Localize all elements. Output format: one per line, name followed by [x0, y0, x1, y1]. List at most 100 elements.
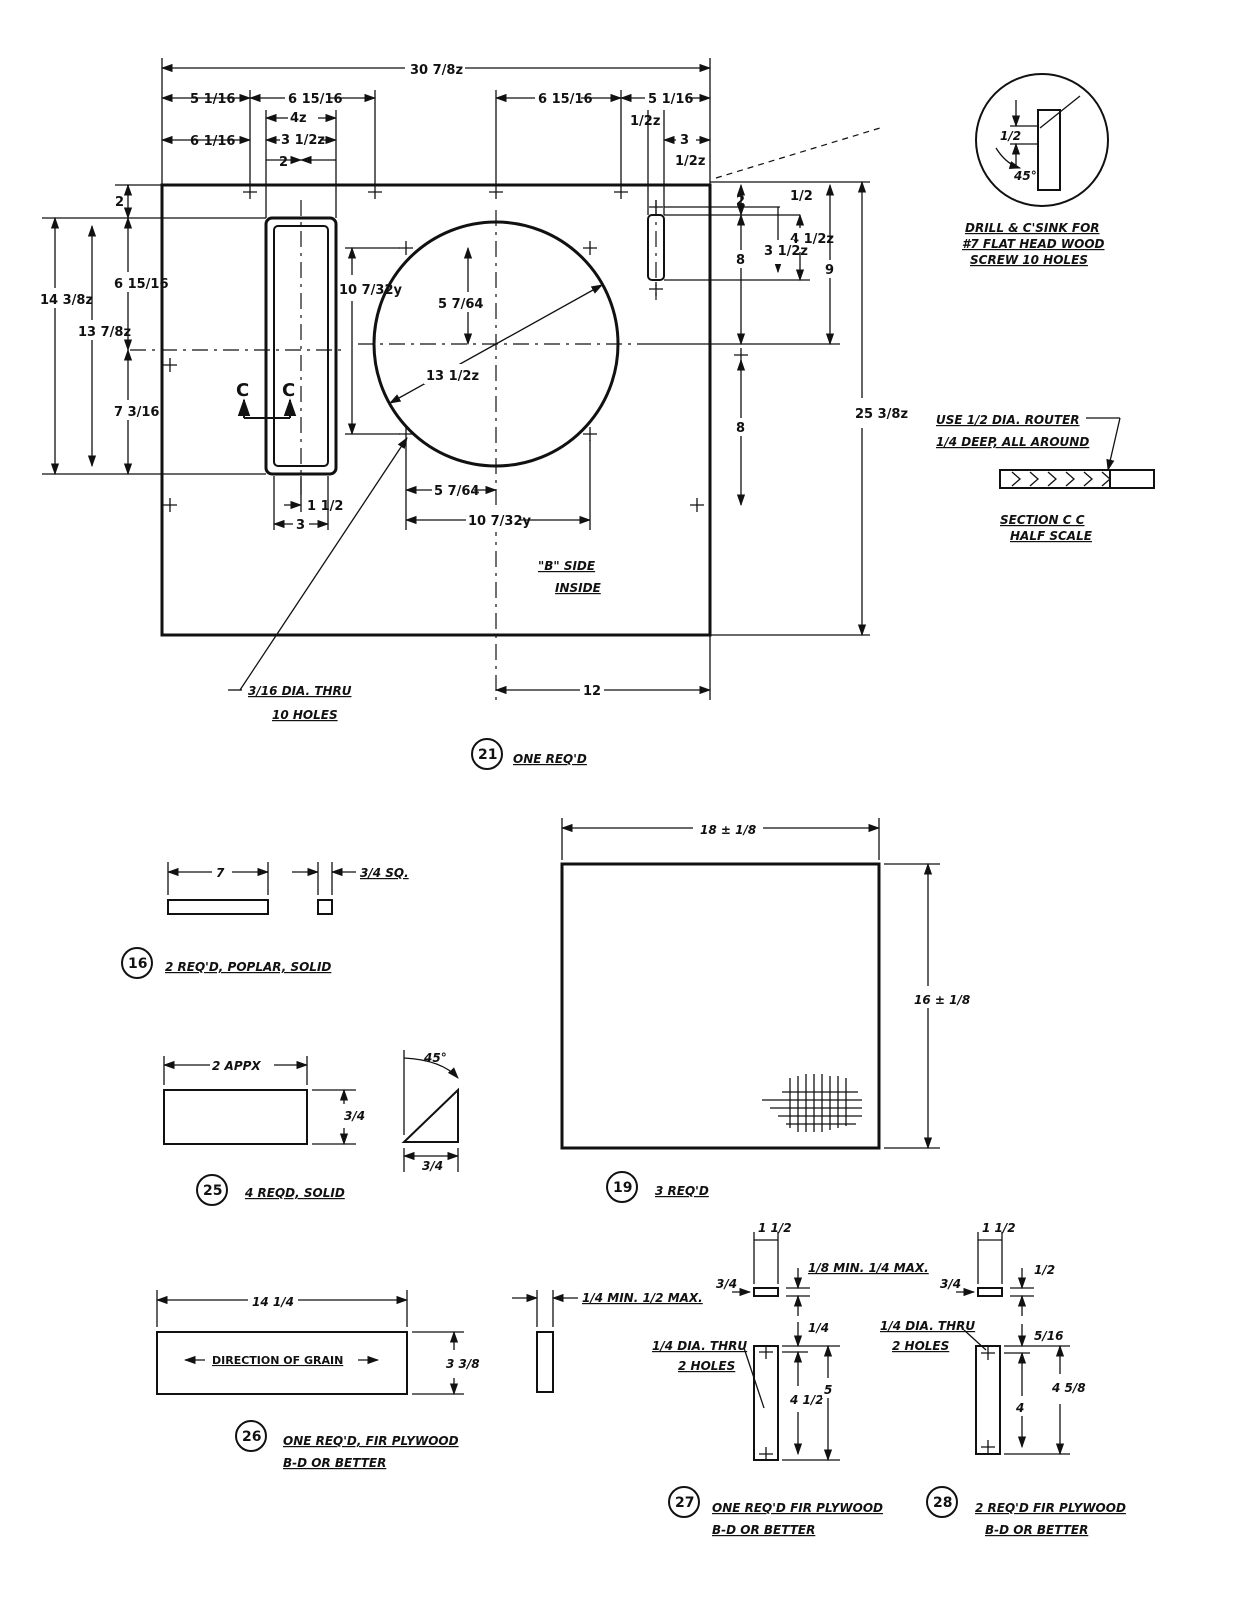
callout-27-number: 27 [675, 1495, 694, 1511]
dim-top-9: 1/2z [630, 114, 660, 129]
detail-angle: 45° [1013, 169, 1037, 183]
detail-dim: 1/2 [1000, 129, 1021, 143]
router-note-line2: 1/4 DEEP, ALL AROUND [936, 435, 1089, 449]
part27-top: 1/4 [808, 1321, 829, 1335]
part26-height: 3 3/8 [446, 1357, 480, 1371]
part28-top: 5/16 [1034, 1329, 1063, 1343]
side-note-inside: INSIDE [555, 581, 602, 595]
callout-27 [668, 1486, 700, 1518]
dim-top-4: 3 1/2z [281, 133, 325, 148]
dim-rect-half: 1 1/2 [307, 499, 343, 514]
part25-angle: 45° [423, 1051, 447, 1065]
cleat-27 [753, 1345, 779, 1461]
callout-25 [196, 1174, 228, 1206]
dim-circle-holes-v: 10 7/32y [339, 283, 403, 298]
part26-thickness: 1/4 MIN. 1/2 MAX. [582, 1291, 703, 1305]
cleat-27-top-view [753, 1287, 779, 1297]
rect-cutout-outer [264, 216, 338, 476]
part25-width: 3/4 [422, 1159, 443, 1173]
part28-width: 1 1/2 [982, 1221, 1016, 1235]
triangle-25 [401, 1087, 459, 1143]
part28-hole-spacing: 4 [1015, 1401, 1024, 1415]
section-cc-scale: HALF SCALE [1010, 529, 1093, 543]
cleat-28-top-view [977, 1287, 1003, 1297]
part-28-cleat: 1 1/2 3/4 1/2 5/16 4 4 5/8 1/4 DIA. THRU… [880, 1221, 1126, 1537]
part27-hole-spacing: 4 1/2 [789, 1393, 824, 1407]
overall-height-label: 25 3/8z [855, 407, 908, 422]
part28-thick: 3/4 [940, 1277, 961, 1291]
board-26-edge [536, 1331, 554, 1393]
part27-thickness: 1/8 MIN. 1/4 MAX. [808, 1261, 929, 1275]
hole-note-line2: 10 HOLES [272, 708, 338, 722]
part28-height: 4 5/8 [1051, 1381, 1086, 1395]
part26-length: 14 1/4 [252, 1295, 294, 1309]
cleat-28 [975, 1345, 1001, 1455]
dim-bottom-12: 12 [583, 684, 601, 699]
part27-width: 1 1/2 [758, 1221, 792, 1235]
dim-circle-holes-h: 10 7/32y [468, 514, 532, 529]
dim-top-10: 3 [680, 133, 689, 148]
dim-left-1: 2 [115, 195, 124, 210]
callout-28 [926, 1486, 958, 1518]
side-note-b: "B" SIDE [538, 559, 596, 573]
callout-16 [121, 947, 153, 979]
dim-right-4: 3 1/2z [764, 244, 808, 259]
part26-note-line2: B-D OR BETTER [283, 1456, 386, 1470]
callout-16-number: 16 [128, 956, 147, 972]
part-21-panel: 30 7/8z 5 1/16 6 15/16 4z 6 1/16 3 1/2z … [40, 58, 1155, 770]
countersink-detail-circle [975, 73, 1109, 207]
part-16-strip: 7 3/4 SQ. 16 2 REQ'D, POPLAR, SOLID [121, 862, 409, 979]
part19-height: 16 ± 1/8 [914, 993, 970, 1007]
rect-cutout-inner [273, 225, 329, 467]
part19-note: 3 REQ'D [655, 1184, 709, 1198]
part27-note-line1: ONE REQ'D FIR PLYWOOD [712, 1501, 883, 1515]
part28-note-line2: B-D OR BETTER [985, 1523, 1088, 1537]
part16-section: 3/4 SQ. [360, 866, 409, 880]
callout-26 [235, 1420, 267, 1452]
dim-rect-width: 3 [296, 518, 305, 533]
part28-hole-note-line2: 2 HOLES [892, 1339, 949, 1353]
callout-21-note: ONE REQ'D [513, 752, 587, 766]
part-26-board: 14 1/4 DIRECTION OF GRAIN 3 3/8 1/4 MIN.… [155, 1290, 703, 1470]
part27-hole-note-line2: 2 HOLES [678, 1359, 735, 1373]
part25-height: 3/4 [344, 1109, 365, 1123]
callout-21 [471, 738, 503, 770]
part-25-block: 2 APPX 3/4 45° 3/4 25 4 REQD, SOLID [162, 1048, 460, 1206]
dim-left-2: 14 3/8z [40, 293, 93, 308]
drill-note-line3: SCREW 10 HOLES [970, 253, 1088, 267]
dim-left-4: 6 15/16 [114, 277, 169, 292]
part-19-panel: 18 ± 1/8 16 ± 1/8 19 3 REQ'D [560, 816, 978, 1203]
section-cc-board [999, 469, 1155, 489]
part25-length: 2 APPX [212, 1059, 261, 1073]
part16-note: 2 REQ'D, POPLAR, SOLID [165, 960, 331, 974]
section-cc-title: SECTION C C [1000, 513, 1085, 527]
dim-circle-half-h: 5 7/64 [434, 484, 479, 499]
dim-top-2: 6 15/16 [288, 92, 343, 107]
dim-top-3: 4z [290, 111, 307, 126]
dim-top-1: 5 1/16 [190, 92, 235, 107]
section-mark-c-right: C [282, 380, 295, 401]
part26-note-line1: ONE REQ'D, FIR PLYWOOD [283, 1434, 459, 1448]
part25-note: 4 REQD, SOLID [244, 1186, 345, 1200]
part28-note-line1: 2 REQ'D FIR PLYWOOD [975, 1501, 1126, 1515]
dim-right-2: 1/2 [790, 189, 813, 204]
part19-width: 18 ± 1/8 [700, 823, 756, 837]
callout-21-number: 21 [478, 747, 497, 763]
drill-note-line2: #7 FLAT HEAD WOOD [962, 237, 1105, 251]
strip-16-section [317, 899, 333, 915]
part28-hole-note-line1: 1/4 DIA. THRU [880, 1319, 975, 1333]
dim-top-8: 5 1/16 [648, 92, 693, 107]
strip-16 [167, 899, 269, 915]
board-26 [156, 1331, 408, 1395]
dim-top-11: 1/2z [675, 154, 705, 169]
dim-right-1: 2 [736, 194, 745, 209]
part27-hole-note-line1: 1/4 DIA. THRU [652, 1339, 747, 1353]
grain-hatch [762, 1074, 862, 1132]
callout-26-number: 26 [242, 1429, 261, 1445]
part-27-cleat: 1 1/2 3/4 1/8 MIN. 1/4 MAX. 1/4 4 1/2 5 … [652, 1221, 929, 1537]
grain-direction-label: DIRECTION OF GRAIN [212, 1354, 343, 1367]
dim-top-6: 2 [279, 155, 288, 170]
panel-19 [560, 862, 881, 1150]
section-mark-c-left: C [236, 380, 249, 401]
